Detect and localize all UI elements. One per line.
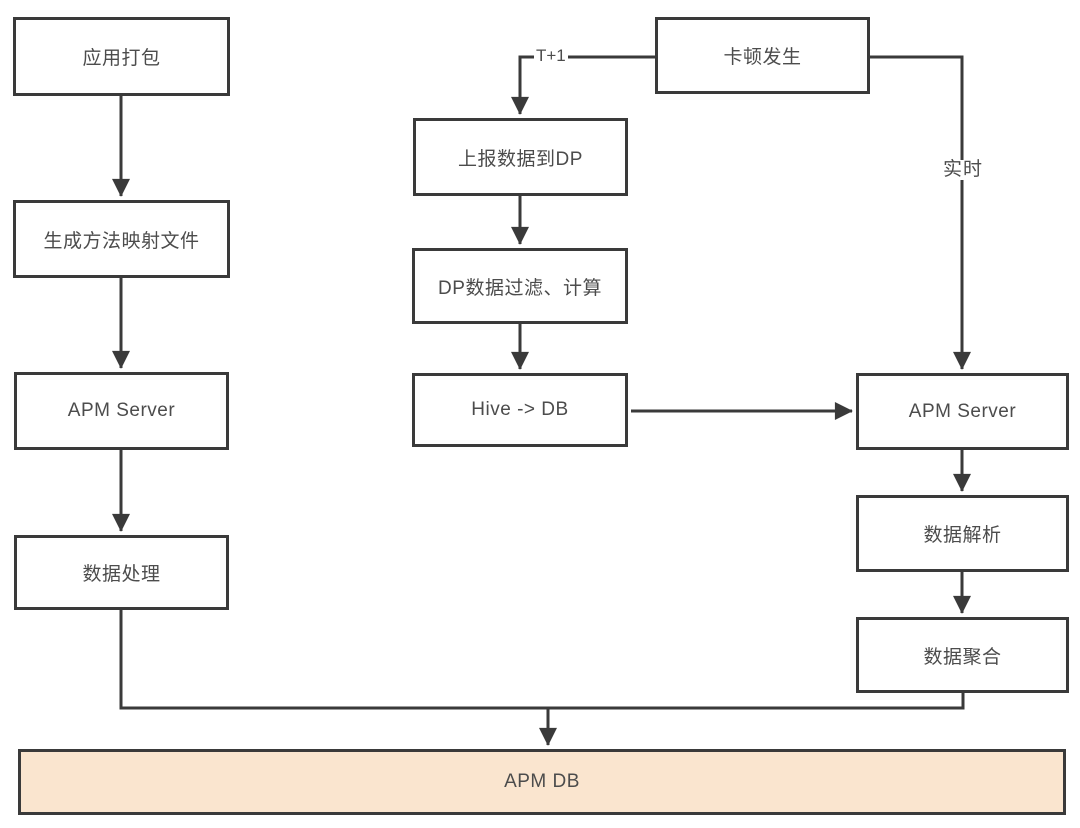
node-hive-to-db: Hive -> DB (412, 373, 628, 447)
edge-label-realtime: 实时 (941, 159, 986, 180)
node-jank-occurs: 卡顿发生 (655, 17, 870, 94)
node-dp-filter-compute: DP数据过滤、计算 (412, 248, 628, 324)
node-data-parsing: 数据解析 (856, 495, 1069, 572)
edge-collector-rail (119, 609, 965, 710)
edge-jank-to-apm-server-right (869, 55, 971, 370)
node-data-processing: 数据处理 (14, 535, 229, 610)
node-apm-server-right: APM Server (856, 373, 1069, 450)
node-generate-mapping-file: 生成方法映射文件 (13, 200, 230, 278)
node-report-data-to-dp: 上报数据到DP (413, 118, 628, 196)
node-app-packaging: 应用打包 (13, 17, 230, 96)
edge-label-t-plus-one: T+1 (534, 46, 568, 66)
node-apm-server-left: APM Server (14, 372, 229, 450)
edge-jank-to-report-dp (511, 55, 656, 115)
node-data-aggregation: 数据聚合 (856, 617, 1069, 693)
node-apm-db: APM DB (18, 749, 1066, 815)
